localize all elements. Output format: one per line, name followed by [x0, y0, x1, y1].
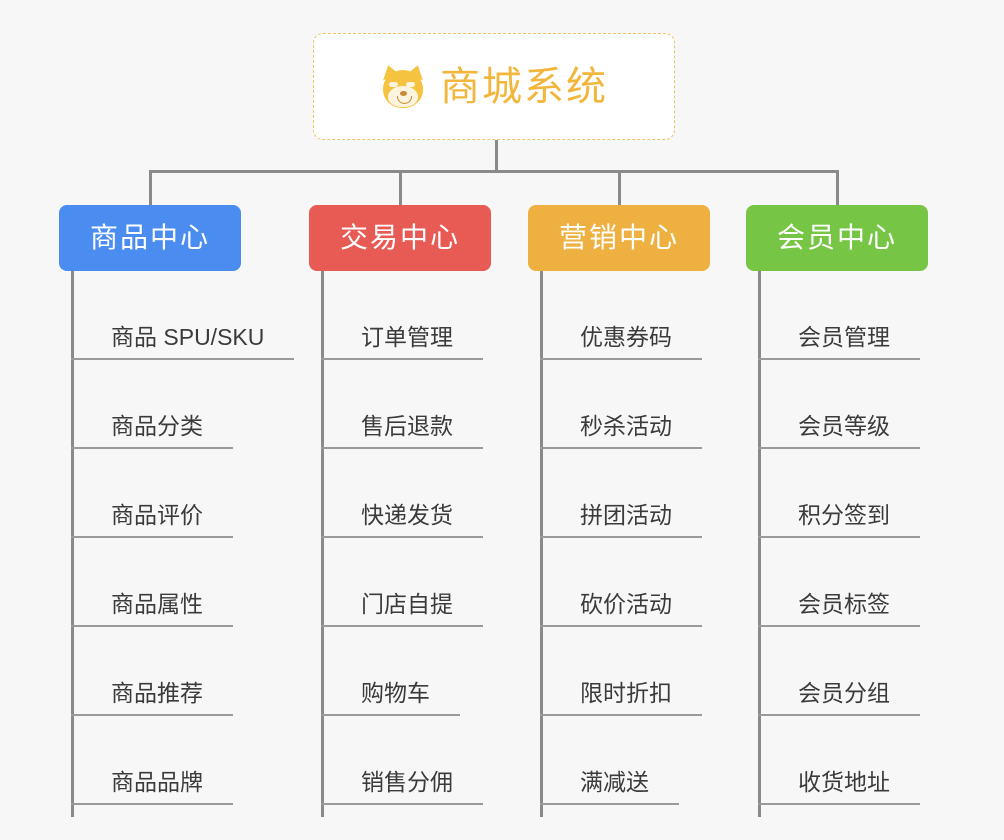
category-box-member-center[interactable]: 会员中心 [746, 205, 928, 271]
leaf-item-label: 售后退款 [361, 413, 453, 440]
leaf-item-label: 会员等级 [798, 413, 890, 440]
connector-column-trunk [321, 271, 324, 817]
leaf-item[interactable]: 商品品牌 [71, 716, 233, 805]
category-box-product-center[interactable]: 商品中心 [59, 205, 241, 271]
leaf-item[interactable]: 秒杀活动 [540, 360, 702, 449]
leaf-item[interactable]: 商品评价 [71, 449, 233, 538]
leaf-item-label: 销售分佣 [361, 769, 453, 796]
leaf-item-underline: 限时折扣 [540, 679, 702, 716]
leaf-item-label: 快递发货 [361, 502, 453, 529]
leaf-item[interactable]: 会员管理 [758, 271, 920, 360]
leaf-item-label: 砍价活动 [580, 591, 672, 618]
leaf-item-label: 收货地址 [798, 769, 890, 796]
leaf-item-label: 商品属性 [111, 591, 203, 618]
connector-drop-category-4 [836, 170, 839, 207]
shiba-dog-face-icon [379, 62, 427, 110]
leaf-item-underline: 会员管理 [758, 323, 920, 360]
leaf-item[interactable]: 积分签到 [758, 449, 920, 538]
leaf-item-label: 会员分组 [798, 680, 890, 707]
leaf-item-label: 商品评价 [111, 502, 203, 529]
leaf-item-underline: 快递发货 [321, 501, 483, 538]
leaf-item[interactable]: 订单管理 [321, 271, 483, 360]
category-label: 商品中心 [89, 222, 210, 253]
leaf-item-label: 满减送 [580, 769, 649, 796]
leaf-item-underline: 满减送 [540, 768, 679, 805]
leaf-item[interactable]: 会员标签 [758, 538, 920, 627]
leaf-item[interactable]: 销售分佣 [321, 716, 483, 805]
leaf-item[interactable]: 会员分组 [758, 627, 920, 716]
category-label: 会员中心 [776, 222, 897, 253]
connector-column-trunk [540, 271, 543, 817]
leaf-item-underline: 拼团活动 [540, 501, 702, 538]
leaf-item-underline: 购物车 [321, 679, 460, 716]
leaf-item[interactable]: 砍价活动 [540, 538, 702, 627]
leaf-item-label: 限时折扣 [580, 680, 672, 707]
root-node-shopping-mall-system[interactable]: 商城系统 [313, 33, 675, 140]
leaf-item[interactable]: 商品分类 [71, 360, 233, 449]
leaf-item-underline: 秒杀活动 [540, 412, 702, 449]
leaf-item[interactable]: 售后退款 [321, 360, 483, 449]
leaf-item-label: 拼团活动 [580, 502, 672, 529]
leaf-item[interactable]: 商品推荐 [71, 627, 233, 716]
leaf-item[interactable]: 门店自提 [321, 538, 483, 627]
connector-horizontal-bus [149, 170, 839, 173]
leaf-item-label: 商品 SPU/SKU [111, 324, 265, 351]
leaf-item[interactable]: 满减送 [540, 716, 679, 805]
leaf-item[interactable]: 拼团活动 [540, 449, 702, 538]
leaf-item-label: 商品分类 [111, 413, 203, 440]
connector-column-trunk [71, 271, 74, 817]
leaf-item-label: 购物车 [361, 680, 430, 707]
leaf-item-underline: 砍价活动 [540, 590, 702, 627]
leaf-item-underline: 会员等级 [758, 412, 920, 449]
leaf-item-underline: 收货地址 [758, 768, 920, 805]
category-label: 营销中心 [558, 222, 679, 253]
leaf-item-label: 秒杀活动 [580, 413, 672, 440]
leaf-item[interactable]: 商品属性 [71, 538, 233, 627]
leaf-item-underline: 商品推荐 [71, 679, 233, 716]
connector-drop-category-2 [399, 170, 402, 207]
leaf-item-underline: 门店自提 [321, 590, 483, 627]
leaf-item-label: 商品品牌 [111, 769, 203, 796]
leaf-item[interactable]: 快递发货 [321, 449, 483, 538]
leaf-item[interactable]: 会员等级 [758, 360, 920, 449]
leaf-item-underline: 会员分组 [758, 679, 920, 716]
leaf-item[interactable]: 限时折扣 [540, 627, 702, 716]
leaf-item-label: 商品推荐 [111, 680, 203, 707]
category-box-trade-center[interactable]: 交易中心 [309, 205, 491, 271]
leaf-item-label: 优惠券码 [580, 324, 672, 351]
leaf-item[interactable]: 收货地址 [758, 716, 920, 805]
leaf-item-underline: 订单管理 [321, 323, 483, 360]
leaf-item[interactable]: 优惠券码 [540, 271, 702, 360]
leaf-item-underline: 商品属性 [71, 590, 233, 627]
leaf-item-underline: 商品评价 [71, 501, 233, 538]
leaf-item-underline: 商品分类 [71, 412, 233, 449]
leaf-item-underline: 销售分佣 [321, 768, 483, 805]
leaf-item-label: 会员标签 [798, 591, 890, 618]
leaf-item-label: 会员管理 [798, 324, 890, 351]
leaf-item-underline: 会员标签 [758, 590, 920, 627]
leaf-item-underline: 积分签到 [758, 501, 920, 538]
leaf-item-underline: 售后退款 [321, 412, 483, 449]
leaf-item-label: 积分签到 [798, 502, 890, 529]
leaf-item-label: 订单管理 [361, 324, 453, 351]
leaf-item-underline: 商品品牌 [71, 768, 233, 805]
leaf-item[interactable]: 购物车 [321, 627, 460, 716]
leaf-item[interactable]: 商品 SPU/SKU [71, 271, 295, 360]
category-label: 交易中心 [339, 222, 460, 253]
leaf-item-label: 门店自提 [361, 591, 453, 618]
connector-root-stem [495, 140, 498, 172]
connector-column-trunk [758, 271, 761, 817]
leaf-item-underline: 商品 SPU/SKU [71, 323, 295, 360]
root-node-title: 商城系统 [440, 64, 608, 109]
category-box-marketing-center[interactable]: 营销中心 [528, 205, 710, 271]
connector-drop-category-1 [149, 170, 152, 207]
leaf-item-underline: 优惠券码 [540, 323, 702, 360]
connector-drop-category-3 [618, 170, 621, 207]
